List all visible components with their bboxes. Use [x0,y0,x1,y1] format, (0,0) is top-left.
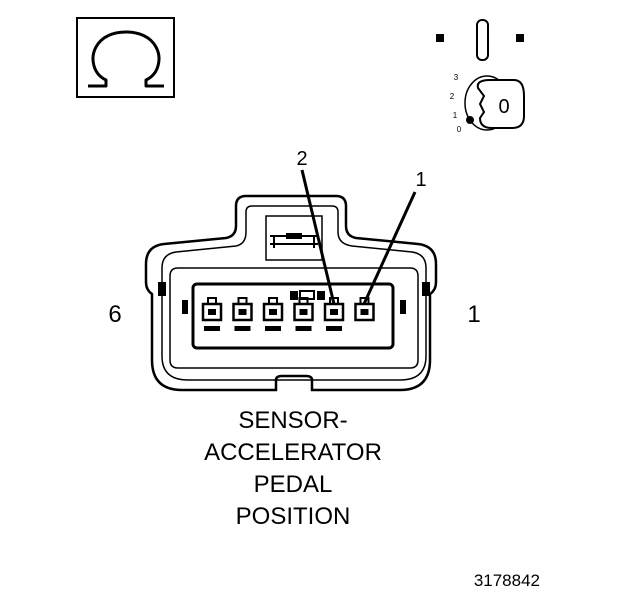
key-position-2: 2 [450,92,455,101]
ignition-key-icon: 0 3 2 1 0 [436,19,525,134]
caption-line-4: POSITION [236,503,351,530]
key-position-0: 0 [457,125,462,134]
pin-terminal-4 [262,297,284,331]
key-position-3: 3 [454,73,459,82]
ohmmeter-icon [76,17,175,98]
figure-number: 3178842 [474,571,540,590]
caption-line-2: ACCELERATOR [204,439,382,466]
pin-callout-1: 1 [415,169,426,191]
pin-end-label-right: 1 [467,301,480,328]
callout-leaders [300,169,417,305]
pin-callout-2: 2 [296,148,307,170]
pin-group [201,297,375,331]
connector-body [144,194,438,392]
pin-terminal-5 [232,297,253,331]
pin-terminal-3 [293,297,314,331]
caption-line-1: SENSOR- [238,407,347,434]
caption-line-3: PEDAL [254,471,333,498]
key-position-text: 0 [498,96,509,118]
pin-terminal-6 [201,297,223,331]
pin-end-label-left: 6 [108,301,121,328]
key-position-1: 1 [453,111,458,120]
